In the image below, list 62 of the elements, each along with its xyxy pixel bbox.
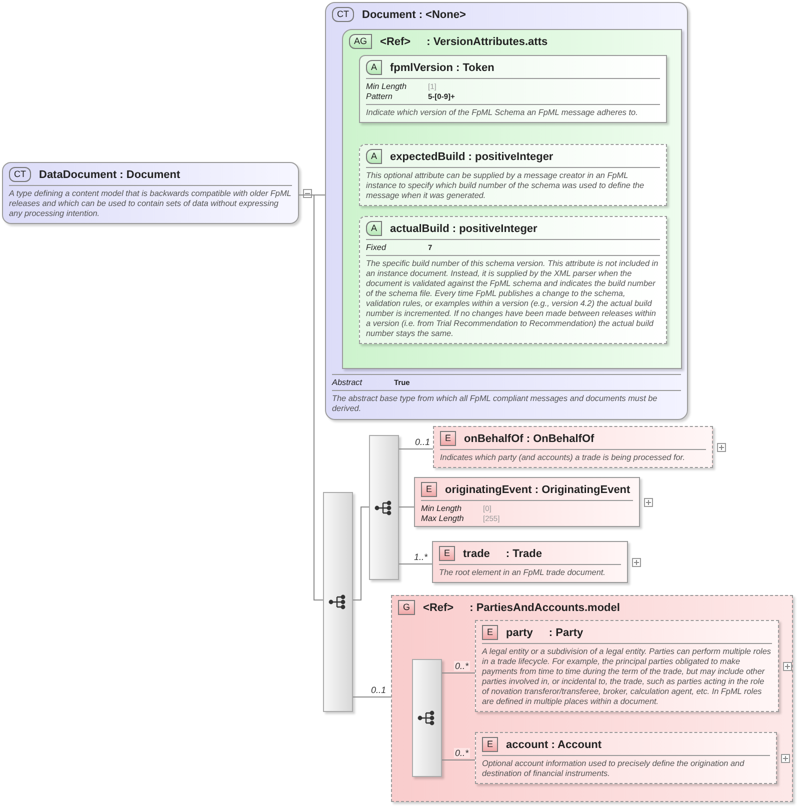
description-text: Optional account information used to precisely define the origination and destination of financial instruments. bbox=[481, 758, 746, 780]
node-title: fpmlVersion : Token bbox=[390, 62, 494, 74]
description-text: This optional attribute can be supplied by a message creator in an FpML instance to specify which build number of the schema was used to define the message when it was generated. bbox=[365, 170, 646, 202]
type-badge: CT bbox=[9, 167, 31, 182]
type-badge: E bbox=[482, 625, 498, 640]
multiplicity-label: 0..* bbox=[454, 661, 470, 671]
description-text: The specific build number of this schema version. This attribute is not included in an instance document. Instead, it is supplied by the XML parser when the document is validated against the FpML schema and indicates the build number of the schema file. Every time FpML publishes a change to the schema, validation rules, or examples within a version (e.g., version 4.2) the actual build number is incremented. If no changes have been made between releases within a version (i.e. from Trial Recommendation to Recommendation) the actual build number stays the same. bbox=[365, 258, 660, 340]
node-title: expectedBuild : positiveInteger bbox=[390, 150, 554, 162]
complex-type-box bbox=[325, 2, 688, 420]
property-name: Min Length bbox=[366, 82, 408, 92]
attribute-box bbox=[359, 55, 667, 123]
multiplicity-label: 0..1 bbox=[414, 437, 432, 447]
description-text: The root element in an FpML trade document. bbox=[438, 567, 606, 579]
type-badge: G bbox=[398, 600, 416, 615]
connector-line bbox=[442, 672, 476, 674]
description-text: Indicate which version of the FpML Schema an FpML message adheres to. bbox=[365, 107, 639, 119]
connector-line bbox=[352, 696, 392, 698]
property-name: Pattern bbox=[366, 92, 394, 102]
connector-line bbox=[352, 506, 370, 600]
multiplicity-label: 0..* bbox=[454, 748, 470, 758]
node-title: actualBuild : positiveInteger bbox=[390, 222, 538, 234]
sequence-compositor bbox=[412, 659, 442, 777]
node-title: <Ref> bbox=[380, 36, 411, 48]
node-title: account : Account bbox=[506, 738, 602, 750]
multiplicity-label: 1..* bbox=[413, 552, 429, 562]
connector-line bbox=[398, 506, 414, 508]
property-name: Fixed bbox=[366, 243, 388, 253]
type-badge: CT bbox=[332, 7, 354, 22]
type-badge: E bbox=[421, 482, 438, 497]
type-badge: E bbox=[439, 546, 456, 561]
node-title: originatingEvent : OriginatingEvent bbox=[445, 484, 630, 496]
type-badge: A bbox=[366, 149, 382, 164]
sequence-compositor bbox=[369, 435, 399, 580]
node-title: : Party bbox=[548, 626, 584, 638]
description-text: The abstract base type from which all FpML compliant messages and documents must be derived. bbox=[331, 393, 658, 415]
group-box bbox=[391, 595, 793, 802]
type-badge: A bbox=[366, 60, 382, 75]
multiplicity-label: 0..1 bbox=[370, 685, 388, 695]
attribute-box bbox=[359, 216, 667, 344]
node-title: party bbox=[506, 626, 533, 638]
property-name: Max Length bbox=[421, 514, 465, 524]
attribute-box bbox=[359, 144, 667, 206]
node-title: : PartiesAndAccounts.model bbox=[470, 602, 620, 614]
node-title: DataDocument : Document bbox=[39, 168, 180, 180]
node-title: onBehalfOf : OnBehalfOf bbox=[464, 432, 594, 444]
description-text: A type defining a content model that is backwards compatible with older FpML releases and which can be used to contain sets of data without expressing any processing intention. bbox=[8, 188, 292, 220]
description-text: Indicates which party (and accounts) a trade is being processed for. bbox=[439, 452, 686, 464]
node-title: <Ref> bbox=[423, 602, 454, 614]
connector-line bbox=[398, 448, 434, 450]
type-badge: E bbox=[440, 431, 456, 446]
type-badge: A bbox=[366, 221, 382, 236]
type-badge: AG bbox=[349, 34, 372, 49]
node-title: : Trade bbox=[506, 548, 542, 560]
sequence-compositor bbox=[323, 492, 353, 712]
node-title: trade bbox=[463, 548, 490, 560]
property-name: Min Length bbox=[421, 504, 463, 514]
attribute-group-box bbox=[342, 29, 682, 369]
type-badge: E bbox=[482, 737, 498, 752]
node-title: : VersionAttributes.atts bbox=[426, 36, 548, 48]
description-text: A legal entity or a subdivision of a legal entity. Parties can perform multiple roles in a trade lifecycle. For example, the principal parties obligated to make payments from time to time during the term of the trade, but may include other parties involved in, or incidental to, the trade, such as parties acting in the role of novation transferor/transferee, broker, calculation agent, etc. In FpML roles are defined in multiple places within a document. bbox=[480, 646, 772, 708]
node-title: Document : <None> bbox=[362, 8, 466, 20]
property-name: Abstract bbox=[332, 378, 364, 388]
